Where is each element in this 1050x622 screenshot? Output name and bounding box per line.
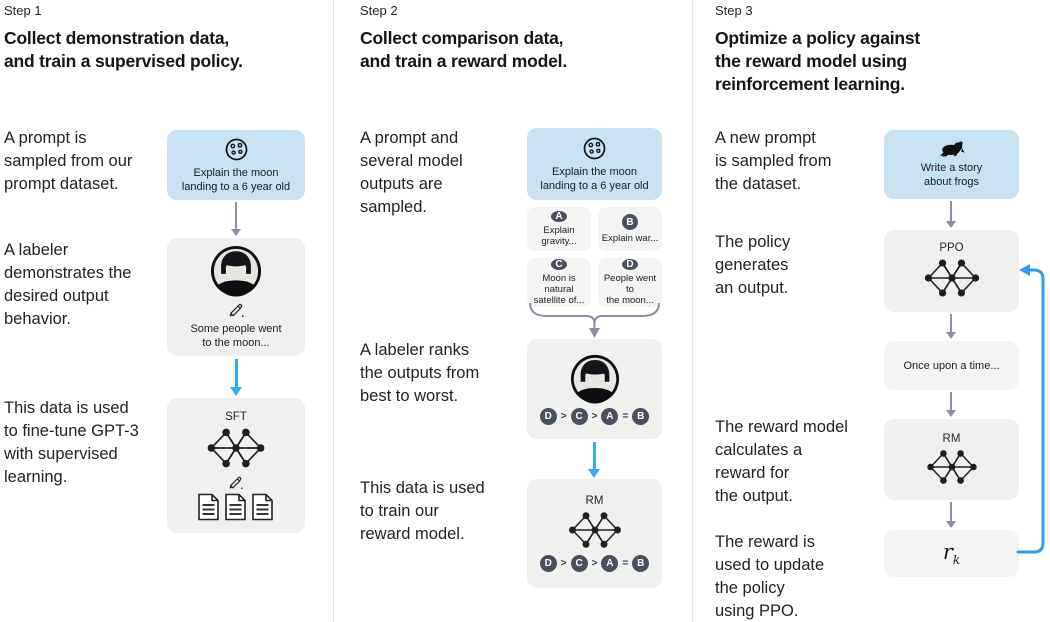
step3-ppo-card: PPO [884,230,1019,312]
step2-paragraph-sampled: A prompt and several model outputs are s… [360,129,463,216]
rank-chip: B [632,407,650,425]
rank-chip: A [601,555,619,572]
step1-paragraph-finetune: This data is used to fine-tune GPT-3 wit… [4,399,139,486]
step1-demonstration-text: Some people went to the moon... [190,322,282,349]
output-label-c: C [551,259,567,270]
ranking-row: D > C > A = B [539,407,650,425]
rank-separator: > [591,410,598,422]
output-card-b: B Explain war... [598,207,662,251]
step3-prompt-card: Write a story about frogs [884,130,1019,199]
output-label-d: D [622,259,638,270]
reward-subscript: k [952,553,961,568]
step3-output-text: Once upon a time... [903,359,1000,372]
output-label-a: A [551,211,567,222]
rank-chip: B [632,555,650,572]
neural-network-icon [568,512,621,548]
step3-paragraph-prompt: A new prompt is sampled from the dataset… [715,129,832,193]
column-divider [333,0,334,622]
rank-chip: D [539,555,557,572]
output-text-b: Explain war... [601,233,659,244]
reward-value: rk [943,540,960,567]
step3-label: Step 3 [715,3,753,18]
column-divider [692,0,693,622]
rank-chip: A [601,407,619,425]
step2-label: Step 2 [360,3,398,18]
arrow-down-blue-icon [228,359,244,396]
arrow-down-icon [945,314,957,339]
arrow-down-icon [945,201,957,228]
step2-prompt-text: Explain the moon landing to a 6 year old [540,165,649,192]
step2-prompt-card: Explain the moon landing to a 6 year old [527,128,662,200]
rm-label: RM [942,432,961,445]
arrow-down-blue-icon [586,442,602,478]
rank-separator: > [560,558,567,569]
step3-heading: Optimize a policy against the reward mod… [715,28,921,94]
frog-icon [938,141,965,157]
ranking-row: D > C > A = B [539,555,650,572]
rank-separator: = [622,558,629,569]
feedback-loop-arrow-icon [1016,264,1045,554]
step1-prompt-card: Explain the moon landing to a 6 year old [167,130,305,200]
rank-chip: C [570,407,588,425]
arrow-down-icon [945,392,957,417]
sft-label: SFT [225,410,247,423]
rank-chip: C [570,555,588,572]
output-text-d: People went to the moon... [603,273,657,306]
step1-paragraph-prompt: A prompt is sampled from our prompt data… [4,129,133,193]
rm-label: RM [585,495,604,507]
moon-icon [583,137,606,159]
model-outputs-grid: A Explain gravity... B Explain war... C … [527,207,662,307]
output-card-c: C Moon is natural satellite of... [527,258,591,307]
step3-paragraph-update: The reward is used to update the policy … [715,533,825,620]
step3-reward-value-card: rk [884,530,1019,577]
step1-heading: Collect demonstration data, and train a … [4,28,243,71]
step3-rm-card: RM [884,419,1019,500]
rank-separator: > [591,558,598,569]
step1-sft-card: SFT [167,398,305,533]
arrow-down-icon [230,202,242,236]
output-card-d: D People went to the moon... [598,258,662,307]
neural-network-icon [207,428,265,467]
labeler-avatar-icon [210,245,262,297]
output-text-a: Explain gravity... [541,225,577,247]
step3-paragraph-reward: The reward model calculates a reward for… [715,418,848,505]
step2-paragraph-train: This data is used to train our reward mo… [360,479,485,543]
step1-labeler-card: Some people went to the moon... [167,238,305,356]
pencil-icon [229,303,244,317]
step3-output-card: Once upon a time... [884,341,1019,390]
step2-rm-card: RM D > C > A = B [527,479,662,588]
neural-network-icon [924,259,979,297]
step1-paragraph-labeler: A labeler demonstrates the desired outpu… [4,241,132,328]
step2-paragraph-ranks: A labeler ranks the outputs from best to… [360,341,480,405]
output-label-b: B [622,214,638,230]
documents-icon [198,493,273,520]
brace-connector-icon [529,303,660,338]
neural-network-icon [926,449,977,484]
arrow-down-icon [945,502,957,528]
step2-labeler-card: D > C > A = B [527,339,662,439]
rank-separator: = [622,410,629,422]
step2-heading: Collect comparison data, and train a rew… [360,28,567,71]
moon-icon [225,138,247,160]
step3-paragraph-policy: The policy generates an output. [715,233,791,297]
step3-prompt-text: Write a story about frogs [920,162,983,188]
rank-chip: D [539,407,557,425]
ppo-label: PPO [939,242,964,254]
labeler-avatar-icon [570,354,619,404]
reward-symbol: r [942,539,953,564]
rank-separator: > [560,410,567,422]
step1-label: Step 1 [4,3,42,18]
step1-prompt-text: Explain the moon landing to a 6 year old [181,166,291,193]
output-card-a: A Explain gravity... [527,207,591,251]
pencil-icon [229,476,243,489]
output-text-c: Moon is natural satellite of... [533,273,585,306]
